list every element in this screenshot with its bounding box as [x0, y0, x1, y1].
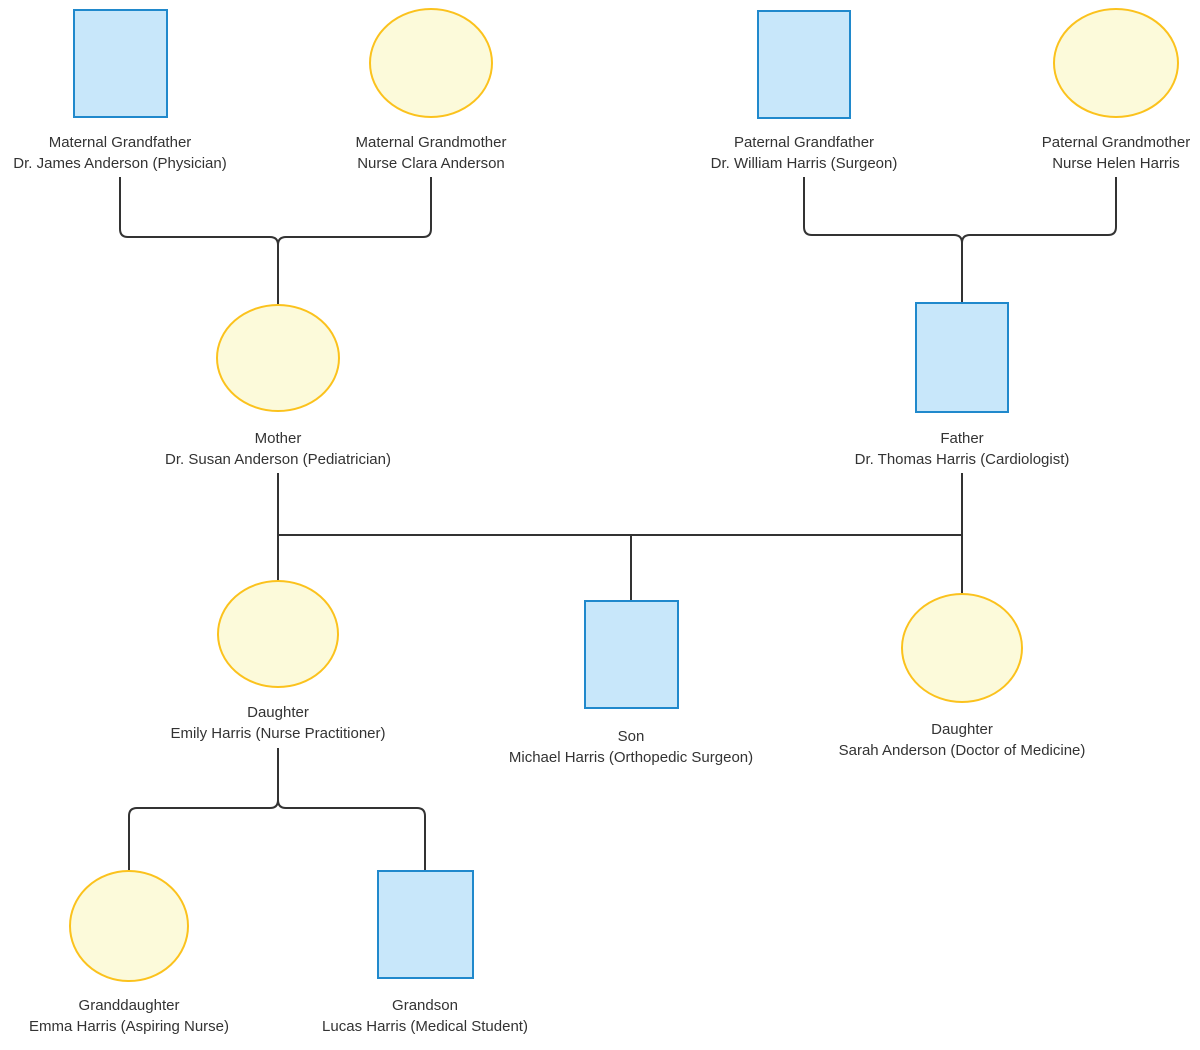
- nodes: [69, 8, 1179, 982]
- person-role: Maternal Grandfather: [48, 134, 192, 151]
- person-name: Emma Harris (Aspiring Nurse): [28, 1018, 230, 1035]
- edges: [119, 177, 1117, 871]
- node-father: [915, 302, 1009, 413]
- person-name: Dr. Susan Anderson (Pediatrician): [165, 451, 391, 468]
- person-role: Father: [940, 430, 984, 447]
- person-role: Daughter: [247, 704, 309, 721]
- person-name: Sarah Anderson (Doctor of Medicine): [838, 742, 1086, 759]
- edge-paternal-grandfather-to-father: [803, 177, 963, 302]
- label-maternal-grandfather: Maternal Grandfather Dr. James Anderson …: [13, 132, 226, 174]
- node-grandson-lucas: [377, 870, 474, 979]
- edge-emily-to-grandson-lucas: [277, 748, 426, 871]
- node-son-michael: [584, 600, 679, 709]
- person-role: Paternal Grandmother: [1041, 134, 1191, 151]
- person-role: Mother: [254, 430, 302, 447]
- person-name: Dr. Thomas Harris (Cardiologist): [854, 451, 1070, 468]
- node-daughter-emily: [217, 580, 339, 688]
- label-paternal-grandmother: Paternal Grandmother Nurse Helen Harris: [1042, 132, 1190, 174]
- person-role: Grandson: [392, 997, 458, 1014]
- label-maternal-grandmother: Maternal Grandmother Nurse Clara Anderso…: [356, 132, 507, 174]
- edge-maternal-grandfather-to-mother: [119, 177, 279, 304]
- node-mother: [216, 304, 340, 412]
- person-role: Daughter: [931, 721, 993, 738]
- person-name: Michael Harris (Orthopedic Surgeon): [508, 749, 754, 766]
- node-maternal-grandfather: [73, 9, 168, 118]
- label-son-michael: Son Michael Harris (Orthopedic Surgeon): [509, 726, 753, 768]
- person-role: Maternal Grandmother: [355, 134, 507, 151]
- label-father: Father Dr. Thomas Harris (Cardiologist): [855, 428, 1070, 470]
- label-grandson-lucas: Grandson Lucas Harris (Medical Student): [322, 995, 528, 1037]
- person-role: Granddaughter: [78, 997, 180, 1014]
- edge-emily-to-granddaughter-emma: [128, 748, 279, 871]
- person-name: Lucas Harris (Medical Student): [322, 1018, 528, 1035]
- node-maternal-grandmother: [369, 8, 493, 118]
- edge-maternal-grandmother-to-mother: [277, 177, 432, 304]
- node-granddaughter-emma: [69, 870, 189, 982]
- node-paternal-grandfather: [757, 10, 851, 119]
- edge-paternal-grandmother-to-father: [961, 177, 1117, 302]
- person-name: Nurse Helen Harris: [1052, 155, 1180, 172]
- person-name: Dr. James Anderson (Physician): [13, 155, 227, 172]
- person-role: Son: [617, 728, 645, 745]
- node-daughter-sarah: [901, 593, 1023, 703]
- label-mother: Mother Dr. Susan Anderson (Pediatrician): [165, 428, 391, 470]
- label-daughter-sarah: Daughter Sarah Anderson (Doctor of Medic…: [839, 719, 1086, 761]
- person-name: Dr. William Harris (Surgeon): [710, 155, 898, 172]
- label-daughter-emily: Daughter Emily Harris (Nurse Practitione…: [170, 702, 385, 744]
- person-name: Emily Harris (Nurse Practitioner): [170, 725, 386, 742]
- label-granddaughter-emma: Granddaughter Emma Harris (Aspiring Nurs…: [29, 995, 229, 1037]
- person-name: Nurse Clara Anderson: [357, 155, 505, 172]
- label-paternal-grandfather: Paternal Grandfather Dr. William Harris …: [711, 132, 898, 174]
- person-role: Paternal Grandfather: [733, 134, 875, 151]
- node-paternal-grandmother: [1053, 8, 1179, 118]
